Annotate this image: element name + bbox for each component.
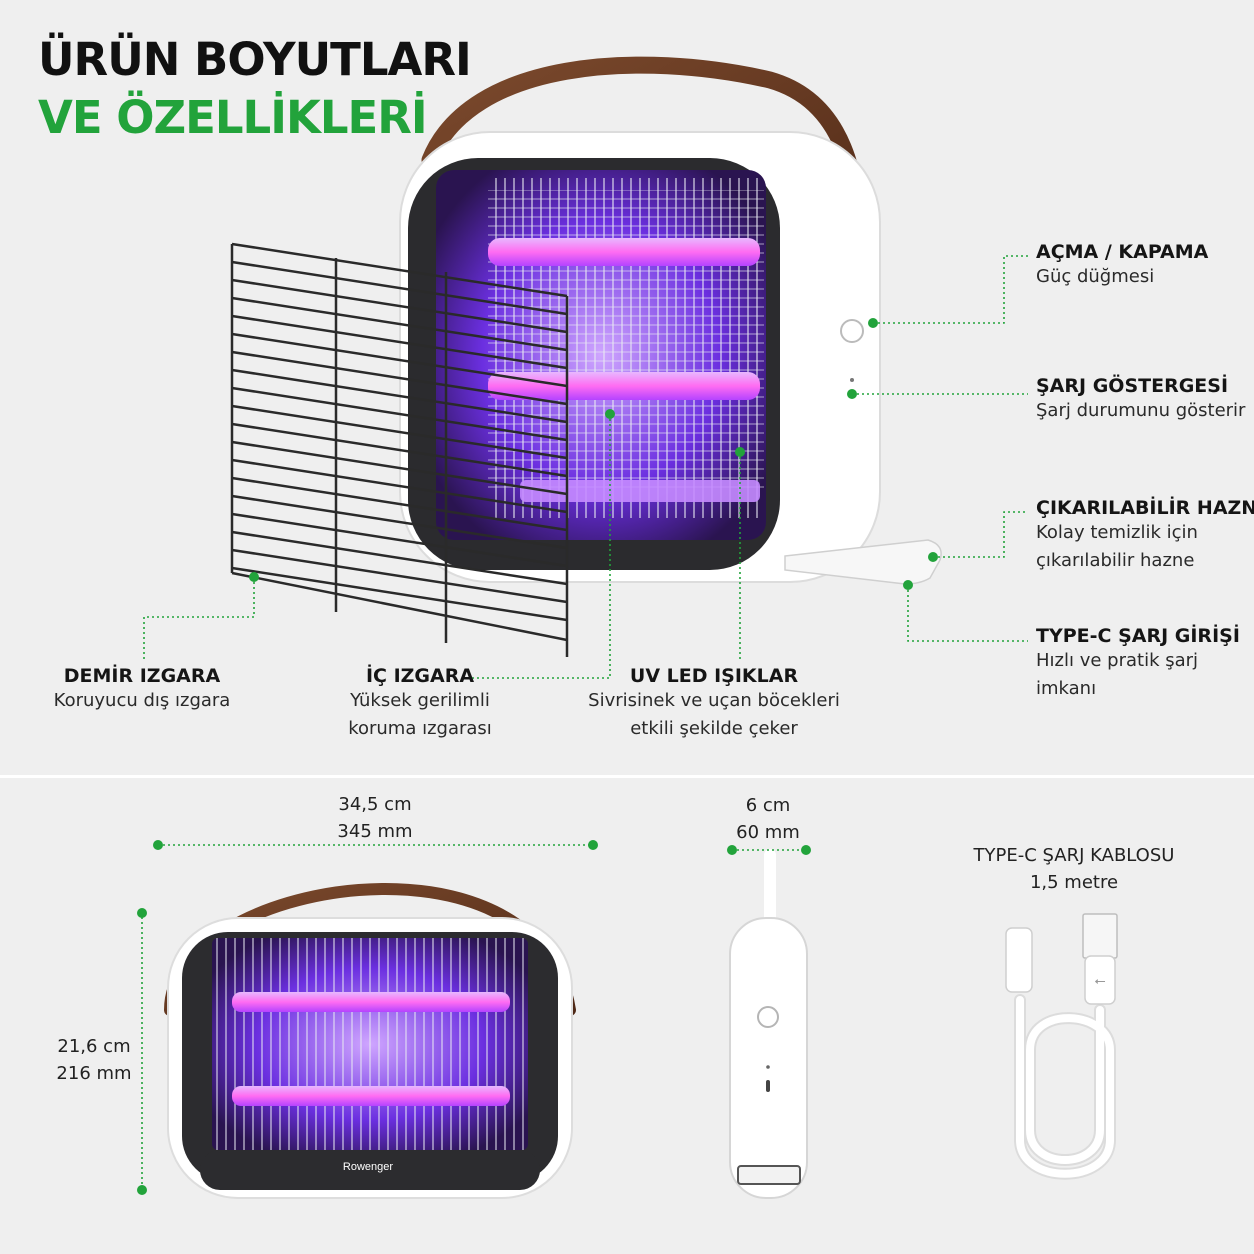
callout-power-desc: Güç düğmesi — [1036, 266, 1155, 287]
typec-cable — [1014, 994, 1116, 1180]
main-device-exploded — [230, 56, 942, 657]
callout-typec: TYPE-C ŞARJ GİRİŞİ Hızlı ve pratik şarj … — [1036, 625, 1240, 703]
callout-inner-grid-desc2: koruma ızgarası — [348, 718, 492, 739]
callout-uv-led-desc1: Sivrisinek ve uçan böcekleri — [588, 690, 840, 711]
callout-inner-grid: İÇ IZGARA Yüksek gerilimli koruma ızgara… — [320, 665, 520, 743]
callout-lines — [143, 255, 1028, 679]
callout-uv-led-title: UV LED IŞIKLAR — [629, 665, 799, 687]
uv-tube-bottom — [488, 372, 760, 400]
callout-charge-title: ŞARJ GÖSTERGESİ — [1036, 375, 1229, 397]
callout-power-title: AÇMA / KAPAMA — [1036, 241, 1209, 263]
callout-tray-title: ÇIKARILABİLİR HAZNE — [1036, 497, 1254, 519]
callout-inner-grid-desc1: Yüksek gerilimli — [350, 690, 490, 711]
width-mm: 345 mm — [337, 821, 413, 842]
section-divider — [0, 775, 1254, 778]
callout-charge-indicator: ŞARJ GÖSTERGESİ Şarj durumunu gösterir — [1036, 375, 1245, 425]
brand-logo: Rowenger — [342, 1161, 394, 1173]
width-dimension: 34,5 cm 345 mm — [300, 791, 450, 845]
usb-a-connector — [1082, 913, 1118, 959]
height-cm: 21,6 cm — [57, 1036, 131, 1057]
callout-iron-grid-title: DEMİR IZGARA — [63, 665, 221, 687]
callout-uv-led-desc2: etkili şekilde çeker — [630, 718, 798, 739]
callout-iron-grid: DEMİR IZGARA Koruyucu dış ızgara — [42, 665, 242, 715]
cable-length: 1,5 metre — [1029, 872, 1119, 893]
side-view-device — [729, 849, 808, 1199]
uv-tube-top — [488, 238, 760, 266]
iron-grid-exploded — [230, 242, 569, 657]
front-uv-tube-bottom — [232, 1086, 510, 1106]
page-title-line1: ÜRÜN BOYUTLARI — [38, 33, 472, 86]
depth-cm: 6 cm — [745, 795, 791, 816]
callout-iron-grid-desc: Koruyucu dış ızgara — [53, 690, 231, 711]
depth-mm: 60 mm — [736, 822, 800, 843]
side-power-button — [757, 1006, 779, 1028]
front-view-device — [164, 883, 576, 1199]
depth-dimension: 6 cm 60 mm — [718, 792, 818, 846]
height-mm: 216 mm — [56, 1063, 132, 1084]
width-cm: 34,5 cm — [338, 794, 412, 815]
dimension-lines — [141, 844, 806, 1190]
page-title-line2: VE ÖZELLİKLERİ — [38, 91, 428, 144]
callout-charge-desc: Şarj durumunu gösterir — [1036, 400, 1246, 421]
typec-port — [766, 1080, 770, 1092]
usb-icon: ⭠ — [1094, 973, 1105, 989]
callout-tray-desc1: Kolay temizlik için — [1036, 522, 1198, 543]
callout-typec-desc1: Hızlı ve pratik şarj — [1036, 650, 1199, 671]
power-button — [840, 319, 864, 343]
callout-tray-desc2: çıkarılabilir hazne — [1036, 550, 1195, 571]
side-housing — [729, 917, 808, 1199]
callout-dots — [249, 318, 938, 590]
typec-connector — [1005, 927, 1033, 993]
cable-title: TYPE-C ŞARJ KABLOSU — [973, 845, 1175, 866]
callout-inner-grid-title: İÇ IZGARA — [365, 665, 475, 687]
callout-tray: ÇIKARILABİLİR HAZNE Kolay temizlik için … — [1036, 497, 1254, 575]
cable-spec: TYPE-C ŞARJ KABLOSU 1,5 metre — [944, 842, 1204, 896]
callout-typec-title: TYPE-C ŞARJ GİRİŞİ — [1036, 625, 1240, 647]
callout-typec-desc2: imkanı — [1036, 678, 1097, 699]
callout-uv-led: UV LED IŞIKLAR Sivrisinek ve uçan böcekl… — [574, 665, 854, 743]
callout-power: AÇMA / KAPAMA Güç düğmesi — [1036, 241, 1208, 291]
front-uv-tube-top — [232, 992, 510, 1012]
height-dimension: 21,6 cm 216 mm — [44, 1033, 144, 1087]
side-tray — [737, 1165, 801, 1185]
